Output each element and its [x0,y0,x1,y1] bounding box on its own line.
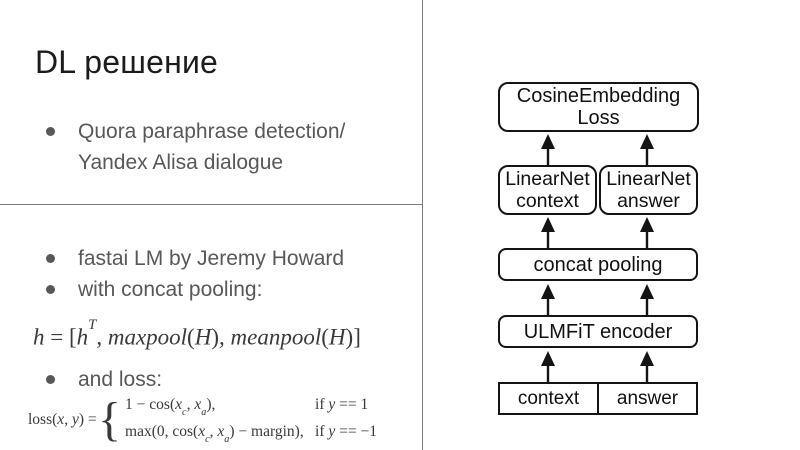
input-answer-cell: answer [597,384,696,413]
bullet-dot [46,375,55,384]
loss-case1: 1 − cos(xc, xa), [125,396,216,419]
loss-cond1: if y == 1 [315,396,369,413]
box-ulmfit-label: ULMFiT encoder [523,320,673,343]
horizontal-divider [0,204,423,205]
arrow-up [541,134,555,165]
bullet-loss-text: and loss: [78,368,163,391]
loss-case-row: 1 − cos(xc, xa), if y == 1 [125,396,377,419]
diagram-box-linearnet-answer: LinearNet answer [599,165,698,215]
box-cosine-line1: CosineEmbedding [516,85,681,107]
input-context-cell: context [517,387,580,409]
bullet-loss: and loss: [46,364,162,395]
box-linearnet-answer-line2: answer [617,190,680,212]
bullet-dot [46,254,55,263]
bullet-fastai-text: fastai LM by Jeremy Howard [78,247,345,270]
arrow-up [541,351,555,382]
box-linearnet-context-line2: context [516,190,579,212]
loss-cond2: if y == −1 [315,422,378,440]
diagram-box-inputs: context answer [498,382,698,415]
loss-lhs: loss(x, y) = [28,410,97,428]
arrow-up [541,284,555,315]
diagram-box-cosine-embedding-loss: CosineEmbedding Loss [498,82,699,132]
bullet-fastai: fastai LM by Jeremy Howard [46,243,344,274]
bullet-quora: Quora paraphrase detection/ Yandex Alisa… [46,116,345,178]
box-cosine-line2: Loss [577,107,620,129]
box-concat-label: concat pooling [533,253,663,276]
arrow-up [640,217,654,248]
loss-case-row: max(0, cos(xc, xa) − margin), if y == −1 [125,422,378,446]
arrow-up [640,134,654,165]
bullet-quora-line2: Yandex Alisa dialogue [78,151,284,174]
loss-brace: { [98,392,122,446]
bullet-pooling: with concat pooling: [46,274,262,305]
formula-concat-pooling: h = [hT, maxpool(H), meanpool(H)] [33,317,361,350]
loss-cases: 1 − cos(xc, xa), if y == 1 max(0, cos(xc… [125,396,378,446]
bullet-dot [46,127,55,136]
slide-title: DL решение [35,44,219,80]
diagram-box-concat-pooling: concat pooling [498,248,698,281]
bullet-quora-text: Quora paraphrase detection/ Yandex Alisa… [78,116,345,178]
bullet-dot [46,285,55,294]
formula-loss: loss(x, y) = { 1 − cos(xc, xa), if y == … [28,392,378,446]
arrow-up [541,217,555,248]
loss-case2: max(0, cos(xc, xa) − margin), [125,422,304,446]
diagram-box-linearnet-context: LinearNet context [498,165,597,215]
box-linearnet-answer-line1: LinearNet [606,168,691,190]
box-linearnet-context-line1: LinearNet [505,168,590,190]
vertical-divider [422,0,423,450]
arrow-up [640,284,654,315]
arrow-up [640,351,654,382]
diagram-box-ulmfit-encoder: ULMFiT encoder [498,315,698,348]
bullet-quora-line1: Quora paraphrase detection/ [78,120,346,143]
bullet-pooling-text: with concat pooling: [78,278,263,301]
